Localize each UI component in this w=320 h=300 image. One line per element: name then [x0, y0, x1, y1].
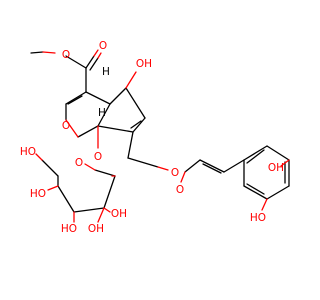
catechol-hydroxyl-top-label: OH [268, 162, 284, 174]
ester-carbonyl-oxygen-label: O [99, 40, 107, 52]
stereo-hydrogen-upper-label: H [102, 66, 110, 78]
cinnamoyl-ether-oxygen-label: O [171, 167, 179, 179]
molecule-diagram: O O OH H H O O O O O HO HO OH HO OH OH H… [20, 40, 290, 235]
oxygen-bonds [35, 49, 290, 223]
ester-ether-oxygen-label: O [62, 49, 70, 61]
carbon-skeleton-bonds [30, 51, 290, 213]
stereo-hydrogen-lower-label: H [98, 107, 106, 119]
catechol-hydroxyl-bottom-label: HO [250, 212, 266, 224]
atom-labels: O O OH H H O O O O O HO HO OH HO OH OH H… [20, 40, 284, 235]
structure-drawing: O O OH H H O O O O O HO HO OH HO OH OH H… [20, 40, 290, 235]
cinnamoyl-carbonyl-oxygen-label: O [176, 184, 184, 196]
sugar-ring-oxygen-label: O [75, 157, 83, 169]
pyran-ring-oxygen-label: O [62, 120, 70, 132]
glycosidic-oxygen-label: O [94, 151, 102, 163]
sugar-hydroxyl-left-label: HO [30, 188, 46, 200]
sugar-hydroxyl-right-label: OH [111, 208, 127, 220]
sugar-hydroxyl-bottom-right-label: OH [88, 223, 104, 235]
sugar-hydroxyl-bottom-left-label: HO [61, 223, 77, 235]
ch2oh-hydroxyl-label: HO [20, 146, 36, 158]
hydroxyl-top-label: OH [136, 58, 152, 70]
